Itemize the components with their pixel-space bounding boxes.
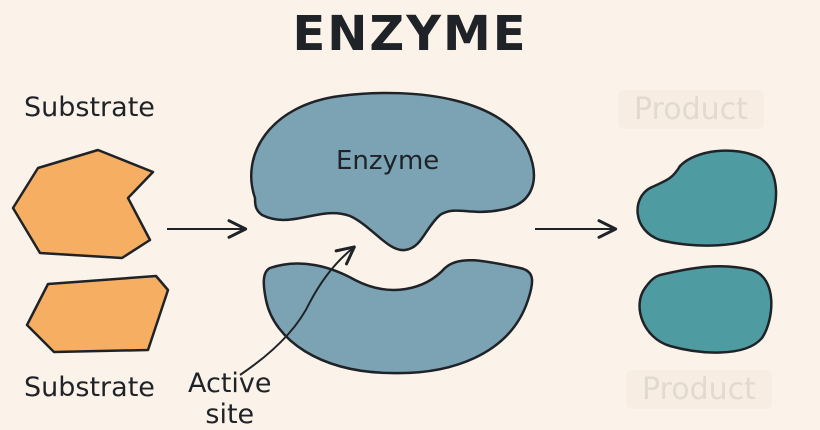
enzyme-label: Enzyme [336, 146, 440, 176]
product-shape-bottom [638, 264, 773, 354]
active-site-label-line2: site [205, 399, 255, 430]
active-site-label: Active site [188, 368, 272, 430]
active-site-label-line1: Active [188, 368, 272, 399]
enzyme-top-shape [250, 91, 536, 252]
substrate-shape-bottom [25, 274, 170, 354]
substrate-label-bottom: Substrate [24, 372, 155, 403]
product-label-top: Product [618, 90, 764, 129]
product-shape-top [636, 149, 778, 247]
substrate-label-top: Substrate [24, 92, 155, 123]
enzyme-bottom-shape [262, 258, 534, 375]
diagram-title: ENZYME [292, 6, 528, 62]
substrate-shape-top [11, 148, 155, 260]
active-site-pointer-arrow [239, 245, 356, 376]
product-label-bottom: Product [626, 370, 772, 409]
